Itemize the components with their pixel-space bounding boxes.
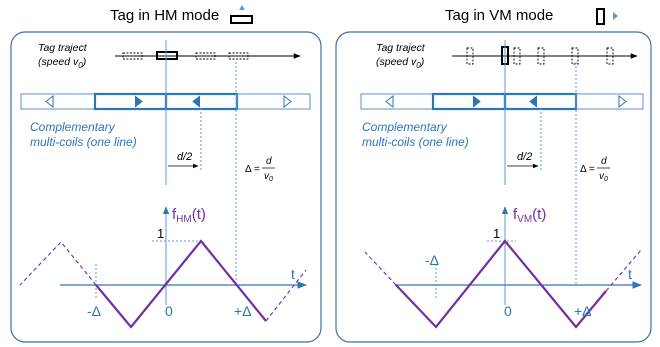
hm-curve-ext-left [19, 241, 97, 286]
vm-curve-ext-right [605, 249, 642, 292]
hm-traj-label-1: Tag traject [38, 42, 88, 54]
vm-func-label: fVM(t) [513, 206, 546, 225]
hm-traj-label-2: (speed v0) [38, 56, 86, 70]
vm-title: Tag in VM mode [445, 7, 553, 24]
vm-tick-plus: +Δ [574, 303, 592, 319]
hm-tick-minus: -Δ [87, 303, 101, 319]
hm-delta-formula: Δ = d v0 [245, 156, 275, 183]
hm-panel: Tag in HM mode Tag traject (speed v0) C [10, 5, 322, 343]
hm-frame [10, 31, 322, 343]
vm-half-d: d/2 [517, 151, 532, 163]
hm-tick-plus: +Δ [234, 303, 252, 319]
hm-func-label: fHM(t) [172, 206, 206, 225]
hm-mode-icon [230, 5, 253, 24]
vm-peak-label: 1 [493, 226, 500, 241]
vm-mode-icon [596, 8, 618, 25]
vm-coils-label-2: multi-coils (one line) [362, 135, 469, 149]
vm-panel: Tag in VM mode Tag traject (speed v0) [335, 7, 652, 343]
vm-coil-line [360, 92, 644, 111]
svg-text:Δ =: Δ = [245, 164, 260, 175]
svg-text:Δ =: Δ = [580, 164, 595, 175]
vm-tag-positions [466, 47, 614, 65]
svg-text:d: d [266, 156, 272, 167]
svg-text:v0: v0 [264, 171, 273, 183]
vm-curve-ext-left [364, 251, 397, 286]
vm-delta-formula: Δ = d v0 [580, 156, 610, 183]
vm-t-label: t [628, 266, 632, 282]
svg-text:v0: v0 [599, 171, 608, 183]
vm-traj-label-2: (speed v0) [376, 56, 424, 70]
vm-triangle-curve [395, 239, 607, 329]
hm-tag-positions [122, 52, 249, 60]
hm-peak-label: 1 [157, 226, 164, 241]
hm-tick-zero: 0 [165, 303, 173, 319]
vm-traj-label-1: Tag traject [376, 42, 426, 54]
hm-title: Tag in HM mode [110, 7, 219, 24]
hm-half-d: d/2 [177, 151, 192, 163]
svg-text:d: d [601, 156, 607, 167]
hm-triangle-curve [95, 239, 267, 329]
hm-coils-label-2: multi-coils (one line) [30, 135, 137, 149]
vm-tick-minus: -Δ [425, 252, 439, 268]
hm-t-label: t [291, 266, 295, 282]
vm-frame [335, 31, 652, 343]
vm-coils-label-1: Complementary [362, 120, 448, 134]
hm-coils-label-1: Complementary [30, 120, 116, 134]
hm-curve-ext-right [265, 269, 307, 322]
vm-tick-zero: 0 [504, 303, 512, 319]
hm-tag-current [156, 51, 178, 60]
